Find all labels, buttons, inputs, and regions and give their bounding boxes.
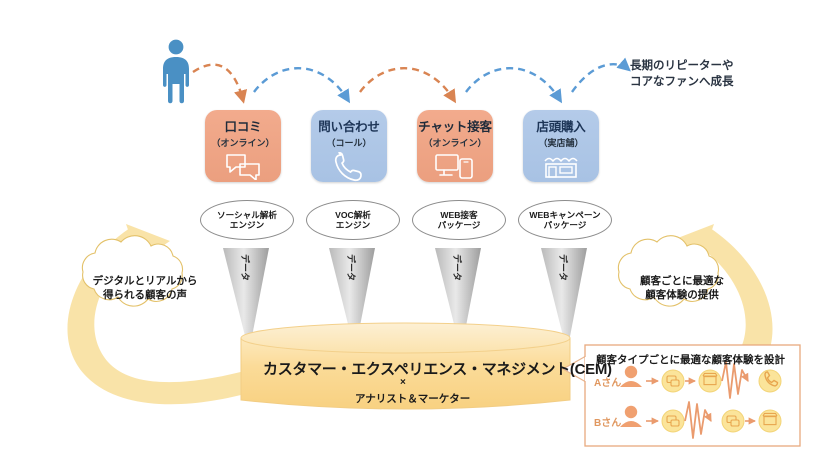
- channel-subtitle: （オンライン）: [211, 138, 275, 148]
- cloud-right-text: 顧客ごとに最適な 顧客体験の提供: [622, 274, 742, 302]
- channel-subtitle: （実店舗）: [538, 138, 584, 148]
- engine-line-2: エンジン: [229, 220, 265, 230]
- channel-card-kuchikomi[interactable]: 口コミ （オンライン）: [205, 110, 281, 182]
- phone-handset-icon: [332, 152, 366, 182]
- channel-title: 口コミ: [224, 120, 262, 134]
- channel-title: 問い合わせ: [318, 120, 380, 134]
- channel-subtitle: （オンライン）: [423, 138, 487, 148]
- data-label-4: データ: [558, 254, 568, 282]
- speech-bubbles-icon: [223, 152, 263, 180]
- callout-row-b: [620, 401, 782, 439]
- engine-line-2: パッケージ: [543, 220, 587, 230]
- cloud-left-line-1: デジタルとリアルから: [92, 275, 198, 287]
- data-label-3: データ: [452, 254, 462, 282]
- person-icon: [163, 39, 189, 104]
- growth-line-2: コアなファンへ成長: [630, 76, 734, 89]
- arc-to-growth: [571, 57, 631, 93]
- cloud-left-text: デジタルとリアルから 得られる顧客の声: [85, 274, 205, 302]
- arc-to-kuchikomi: [192, 63, 248, 104]
- persona-label-a: Aさん: [594, 378, 622, 389]
- cem-cylinder: [240, 322, 571, 410]
- engine-line-2: パッケージ: [437, 220, 481, 230]
- engine-line-2: エンジン: [335, 220, 371, 230]
- callout-title: 顧客タイプごとに最適な顧客体験を設計: [596, 354, 785, 366]
- engine-line-1: WEB接客: [440, 209, 478, 220]
- engine-web-sekkyaku[interactable]: WEB接客 パッケージ: [412, 200, 506, 240]
- monitor-mobile-icon: [434, 152, 476, 180]
- engine-line-1: WEBキャンペーン: [529, 209, 601, 220]
- channel-title: チャット接客: [418, 120, 492, 134]
- arc-to-chat: [359, 67, 457, 104]
- funnel-4: [541, 248, 587, 352]
- channel-subtitle: （コール）: [326, 138, 372, 148]
- funnel-3: [435, 248, 481, 352]
- channel-card-toiawase[interactable]: 問い合わせ （コール）: [311, 110, 387, 182]
- storefront-icon: [541, 152, 581, 180]
- cem-subtitle: アナリスト＆マーケター: [355, 393, 471, 405]
- cloud-left-line-2: 得られる顧客の声: [103, 289, 187, 302]
- data-label-2: データ: [346, 254, 356, 282]
- engine-line-1: ソーシャル解析: [217, 209, 277, 220]
- channel-card-chat[interactable]: チャット接客 （オンライン）: [417, 110, 493, 182]
- channel-title: 店頭購入: [536, 120, 586, 134]
- arc-to-toiawase: [253, 67, 351, 104]
- cem-operator: ×: [400, 377, 406, 388]
- cloud-right: [617, 235, 720, 307]
- growth-outcome-text: 長期のリピーターや コアなファンへ成長: [630, 58, 734, 90]
- journey-arcs: [192, 57, 631, 104]
- cloud-right-line-2: 顧客体験の提供: [645, 289, 719, 302]
- cloud-left: [81, 235, 184, 307]
- funnel-2: [329, 248, 375, 352]
- cem-title: カスタマー・エクスペリエンス・マネジメント(CEM): [263, 361, 612, 378]
- funnel-1: [223, 248, 269, 352]
- growth-line-1: 長期のリピーターや: [630, 60, 734, 72]
- cloud-right-line-1: 顧客ごとに最適な: [640, 275, 724, 287]
- data-funnels: [223, 248, 587, 352]
- engine-social-analytics[interactable]: ソーシャル解析 エンジン: [200, 200, 294, 240]
- engine-voc-analytics[interactable]: VOC解析 エンジン: [306, 200, 400, 240]
- data-label-1: データ: [240, 254, 250, 282]
- channel-card-tentou[interactable]: 店頭購入 （実店舗）: [523, 110, 599, 182]
- engine-line-1: VOC解析: [335, 209, 371, 220]
- persona-label-b: Bさん: [594, 418, 622, 429]
- engine-web-campaign[interactable]: WEBキャンペーン パッケージ: [518, 200, 612, 240]
- callout-row-a: [620, 361, 782, 399]
- arc-to-tentou: [465, 67, 563, 104]
